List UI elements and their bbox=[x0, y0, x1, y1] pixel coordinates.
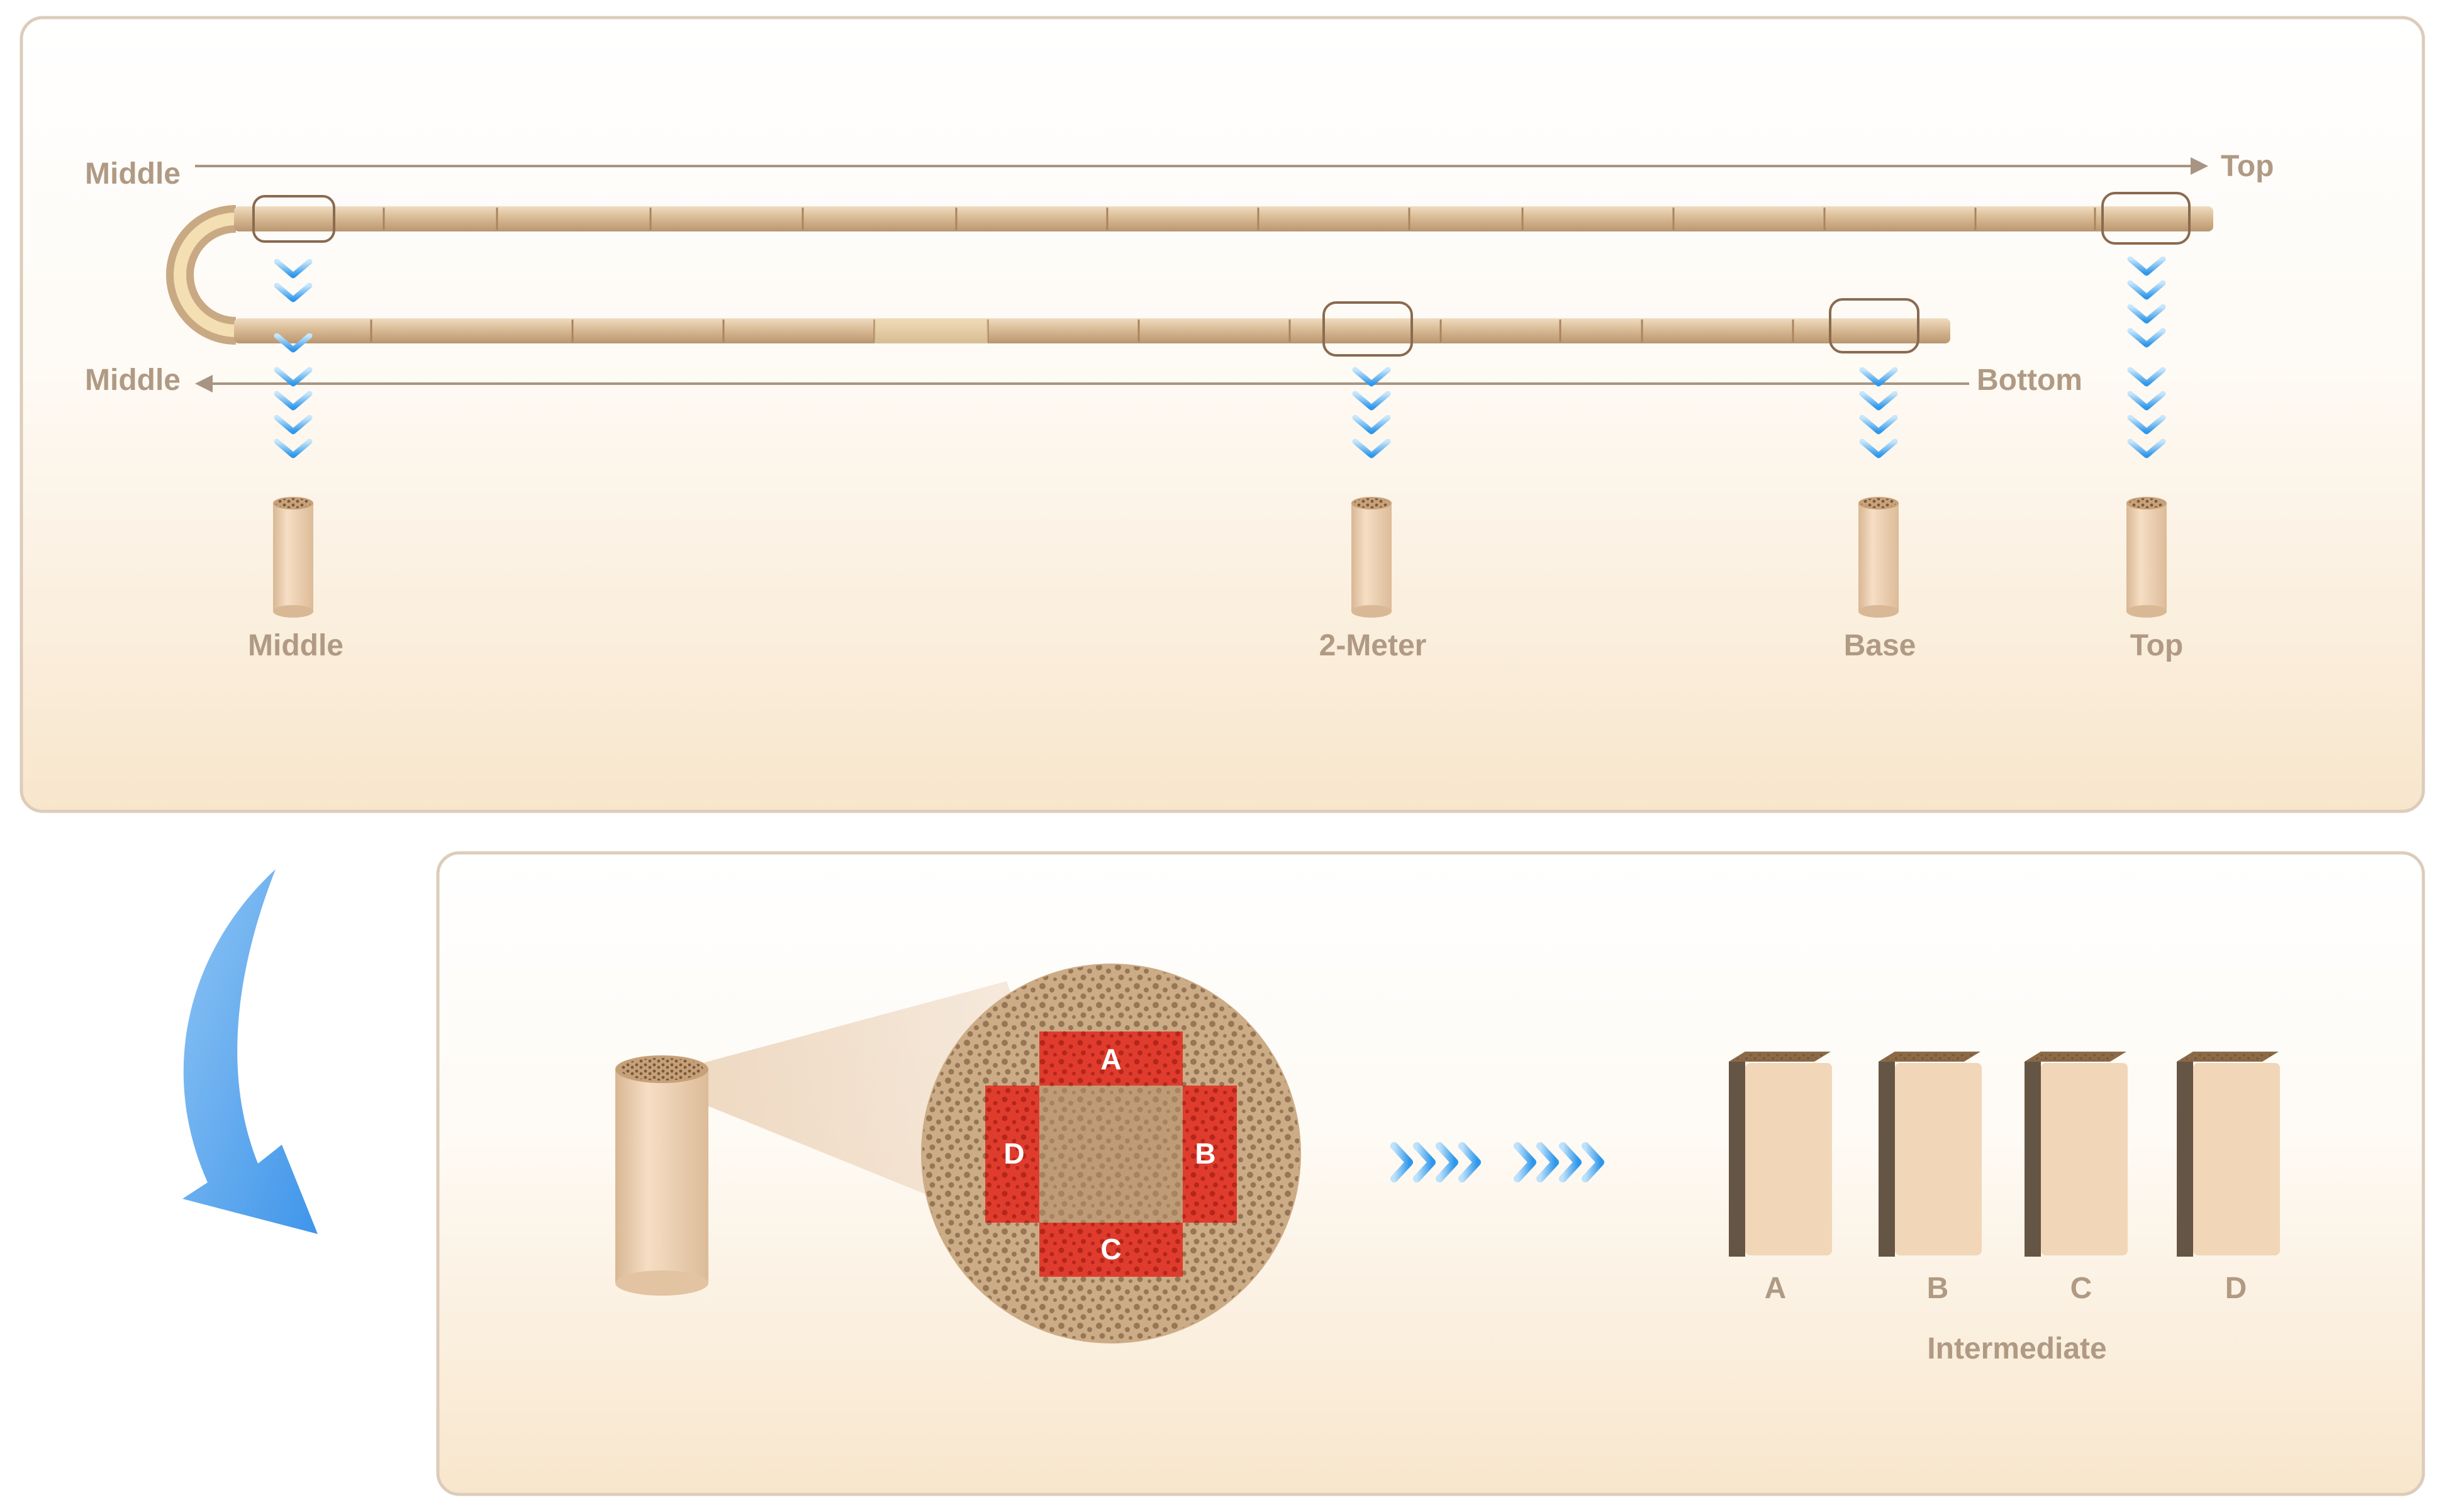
quadrant-label-b: B bbox=[1195, 1137, 1215, 1170]
block-label-c: C bbox=[2070, 1272, 2092, 1305]
quadrant-label-d: D bbox=[1003, 1137, 1024, 1170]
quadrant-d bbox=[985, 1086, 1039, 1223]
quadrant-label-c: C bbox=[1100, 1233, 1121, 1265]
block-label-d: D bbox=[2225, 1272, 2247, 1305]
quadrant-map bbox=[985, 1031, 1237, 1277]
sample-location-base bbox=[1829, 298, 1919, 353]
sample-tube bbox=[166, 205, 2213, 345]
core-sample-base bbox=[1858, 497, 1899, 618]
core-sample-2-meter bbox=[1351, 497, 1392, 618]
sample-block-b bbox=[1879, 1052, 1982, 1257]
arrow-bottom-start-label: Bottom bbox=[1977, 364, 2082, 397]
quadrant-a bbox=[1039, 1031, 1183, 1086]
core-sample-top bbox=[2126, 497, 2167, 618]
curved-down-arrow bbox=[182, 869, 318, 1234]
block-label-a: A bbox=[1765, 1272, 1787, 1305]
core-sample-large bbox=[615, 1055, 708, 1296]
sample-block-c bbox=[2025, 1052, 2128, 1257]
sample-block-a bbox=[1729, 1052, 1832, 1257]
quadrant-center bbox=[1039, 1086, 1183, 1223]
arrow-top-start-label: Middle bbox=[85, 157, 181, 191]
direction-arrow-top bbox=[195, 157, 2208, 175]
quadrant-c bbox=[1039, 1223, 1183, 1277]
core-sample-middle bbox=[273, 497, 313, 618]
arrow-bottom-end-label: Middle bbox=[85, 364, 181, 397]
top-panel bbox=[20, 16, 2425, 813]
sample-block-d bbox=[2177, 1052, 2280, 1257]
quadrant-label-a: A bbox=[1100, 1043, 1121, 1076]
sample-label-top: Top bbox=[2130, 629, 2183, 662]
direction-arrow-bottom bbox=[195, 375, 1969, 392]
sample-label-base: Base bbox=[1844, 629, 1916, 662]
sample-location-top bbox=[2101, 192, 2191, 245]
sample-location-2-meter bbox=[1322, 301, 1413, 357]
block-group-label: Intermediate bbox=[1927, 1332, 2106, 1365]
arrow-top-end-label: Top bbox=[2221, 150, 2274, 183]
sample-location-middle bbox=[252, 195, 335, 243]
process-arrows bbox=[1390, 1142, 1604, 1182]
sample-label-2-meter: 2-Meter bbox=[1319, 629, 1427, 662]
block-label-b: B bbox=[1927, 1272, 1949, 1305]
quadrant-b bbox=[1183, 1086, 1237, 1223]
sample-label-middle: Middle bbox=[248, 629, 344, 662]
